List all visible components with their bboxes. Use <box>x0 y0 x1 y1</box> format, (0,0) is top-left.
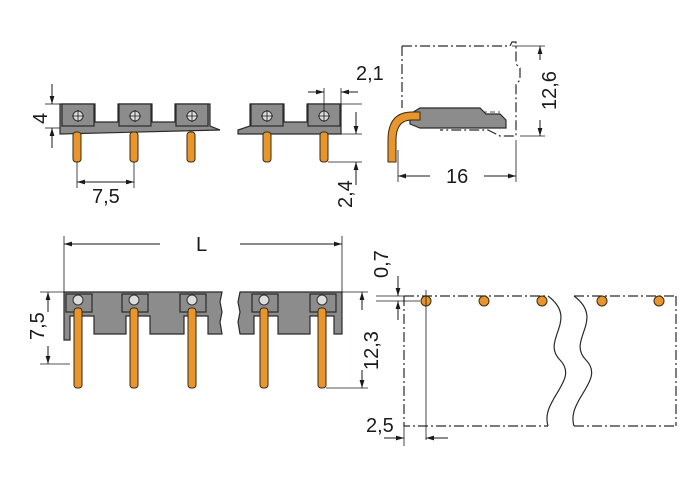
dim-side-height: 12,6 <box>539 71 561 110</box>
top-view-left <box>59 103 221 163</box>
side-view <box>387 41 521 163</box>
dim-front-height: 7,5 <box>27 312 49 340</box>
top-view-right <box>237 103 342 163</box>
dim-total-length: L <box>196 234 207 256</box>
dim-height-top: 4 <box>30 113 52 124</box>
dim-edge-offset: 2,5 <box>366 415 394 437</box>
dim-pin-total: 12,3 <box>361 331 383 370</box>
front-view <box>63 291 343 389</box>
dim-pin-length: 2,4 <box>335 180 357 208</box>
dim-pitch-top: 7,5 <box>92 186 120 208</box>
dim-offset: 2,1 <box>356 63 384 85</box>
dim-hole-offset: 0,7 <box>371 250 393 278</box>
pcb-footprint <box>403 290 677 440</box>
dim-side-width: 16 <box>446 166 468 188</box>
